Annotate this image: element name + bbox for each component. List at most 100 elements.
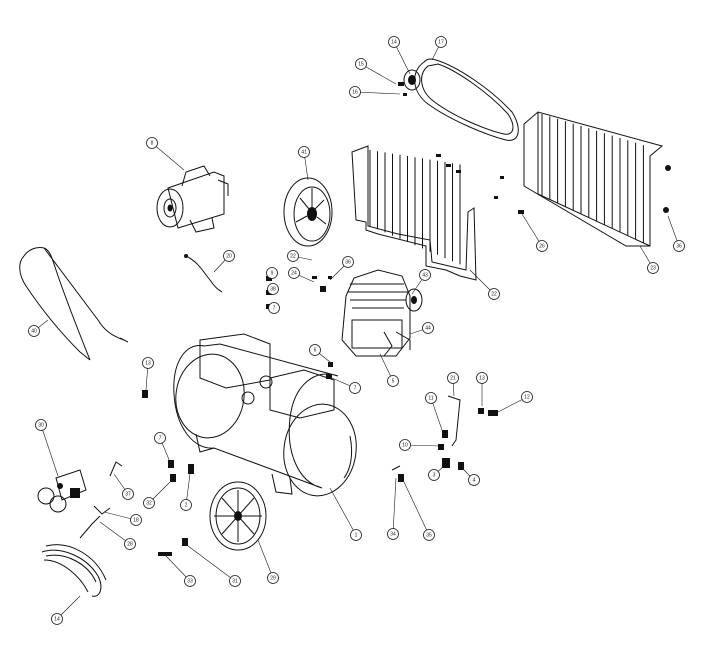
callout-number: 13 — [479, 375, 485, 381]
callout-14: 14 — [388, 36, 400, 48]
callout-38: 38 — [267, 283, 279, 295]
callout-number: 10 — [402, 442, 408, 448]
callout-number: 13 — [145, 360, 151, 366]
callout-number: 22 — [290, 253, 296, 259]
callout-number: 23 — [650, 265, 656, 271]
callout-circle — [399, 439, 411, 451]
leader-line-1 — [329, 487, 357, 536]
callout-circle — [266, 267, 278, 279]
callout-circle — [229, 575, 241, 587]
leader-line-26 — [521, 213, 543, 247]
callout-number: 7 — [159, 435, 162, 441]
callout-number: 28 — [127, 541, 133, 547]
callout-8: 8 — [146, 137, 158, 149]
belt-guard-front — [352, 146, 476, 280]
leader-line-34 — [392, 477, 397, 535]
drive-belt — [415, 59, 519, 140]
callout-circle — [423, 529, 435, 541]
callout-circle — [349, 382, 361, 394]
callout-number: 41 — [301, 149, 307, 155]
callout-number: 35 — [426, 532, 432, 538]
callout-1: 1 — [350, 529, 362, 541]
callout-5: 5 — [387, 375, 399, 387]
callout-20: 20 — [223, 250, 235, 262]
callout-26: 26 — [536, 240, 548, 252]
leader-line-35 — [403, 481, 430, 536]
callout-circle — [673, 240, 685, 252]
callout-number: 36 — [345, 259, 351, 265]
callout-circle — [425, 392, 437, 404]
callout-circle — [130, 514, 142, 526]
callout-circle — [468, 474, 480, 486]
callout-7: 7 — [154, 432, 166, 444]
callout-circle — [422, 322, 434, 334]
callout-number: 5 — [392, 378, 395, 384]
callout-18: 18 — [130, 514, 142, 526]
callout-circle — [267, 283, 279, 295]
callout-number: 21 — [450, 375, 456, 381]
callout-number: 30 — [38, 422, 44, 428]
support-bracket — [184, 254, 222, 292]
callout-number: 20 — [226, 253, 232, 259]
callout-2: 2 — [180, 499, 192, 511]
callout-number: 14 — [391, 39, 397, 45]
callout-number: 8 — [151, 140, 154, 146]
callout-10: 10 — [399, 439, 411, 451]
callout-circle — [51, 613, 63, 625]
callout-number: 44 — [425, 325, 431, 331]
callout-circle — [223, 250, 235, 262]
callout-circle — [287, 250, 299, 262]
callout-number: 43 — [422, 272, 428, 278]
guard-screws — [436, 154, 671, 214]
callout-circle — [267, 572, 279, 584]
callout-circle — [288, 267, 300, 279]
motor-pulley — [398, 70, 420, 96]
callout-circle — [488, 288, 500, 300]
callout-circle — [35, 419, 47, 431]
callout-number: 15 — [358, 61, 364, 67]
callout-circle — [388, 36, 400, 48]
callout-13: 13 — [476, 372, 488, 384]
callout-circle — [122, 488, 134, 500]
callout-11: 11 — [425, 392, 437, 404]
callout-circle — [355, 58, 367, 70]
callout-number: 32 — [146, 500, 152, 506]
callout-number: 37 — [125, 491, 131, 497]
callout-number: 18 — [133, 517, 139, 523]
leader-line-14 — [393, 41, 411, 75]
leader-line-29 — [257, 539, 274, 579]
callout-circle — [447, 372, 459, 384]
callout-36: 36 — [673, 240, 685, 252]
callout-number: 2 — [185, 502, 188, 508]
callout-31: 31 — [229, 575, 241, 587]
callout-number: 40 — [31, 328, 37, 334]
callout-circle — [184, 575, 196, 587]
callout-36: 36 — [342, 256, 354, 268]
callout-number: 38 — [270, 286, 276, 292]
leader-line-16 — [354, 91, 401, 95]
callout-circle — [647, 262, 659, 274]
callout-number: 16 — [352, 89, 358, 95]
callout-circle — [387, 528, 399, 540]
callout-circle — [143, 497, 155, 509]
wheel — [210, 482, 266, 550]
callout-7: 7 — [349, 382, 361, 394]
callout-number: 9 — [271, 270, 274, 276]
callout-41: 41 — [298, 146, 310, 158]
callout-circle — [435, 36, 447, 48]
callout-23: 23 — [647, 262, 659, 274]
callout-number: 1 — [355, 532, 358, 538]
callout-24: 24 — [288, 267, 300, 279]
callout-number: 12 — [524, 394, 530, 400]
callout-17: 17 — [435, 36, 447, 48]
callout-43: 43 — [419, 269, 431, 281]
callout-circle — [124, 538, 136, 550]
callout-12: 12 — [521, 391, 533, 403]
callout-circle — [387, 375, 399, 387]
callout-number: 6 — [314, 347, 317, 353]
callout-number: 36 — [676, 243, 682, 249]
callout-circle — [428, 469, 440, 481]
callout-28: 28 — [124, 538, 136, 550]
callout-circle — [349, 86, 361, 98]
leader-line-28 — [99, 521, 131, 545]
